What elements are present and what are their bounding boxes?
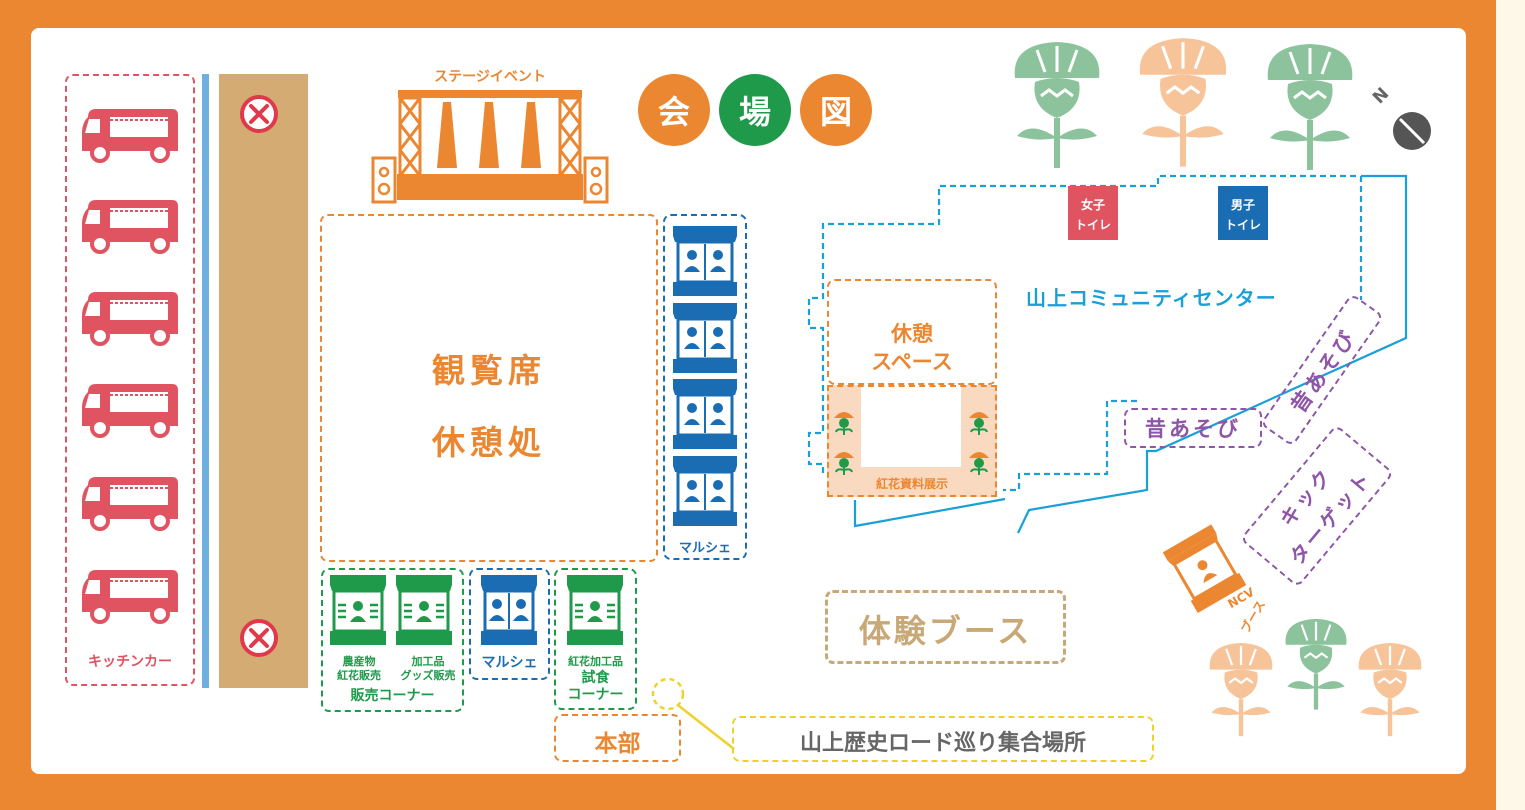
farm-products-label: 農産物 [342, 655, 376, 668]
marche-bottom-label: マルシェ [481, 655, 538, 671]
food-truck-icon [82, 477, 178, 531]
ncv-booth [1158, 522, 1255, 624]
walkway-line [202, 74, 209, 688]
rest-area-label: 休憩処 [432, 423, 546, 462]
women-toilet-label-2: トイレ [1074, 218, 1111, 232]
food-truck-icon [82, 200, 178, 254]
map-board: キッチンカー ステージイベント 会 場 図 観覧席 休憩処 [31, 28, 1466, 774]
booth-icon [396, 575, 452, 645]
booth-icon [673, 226, 737, 296]
sales-corner-area [321, 568, 464, 712]
food-truck-icon [82, 109, 178, 163]
food-truck-icon [82, 292, 178, 346]
flower-icon [1139, 38, 1227, 167]
men-toilet-label-2: トイレ [1224, 218, 1261, 232]
flower-icon [1358, 642, 1422, 737]
flower-icon [1209, 642, 1273, 737]
stage-event-label: ステージイベント [434, 69, 546, 85]
booth-icon [673, 456, 737, 526]
benibana-processed-label: 紅花加工品 [568, 655, 623, 668]
flower-icon [1014, 42, 1100, 168]
booth-icon [1162, 524, 1247, 613]
marche-bottom-area [469, 568, 550, 680]
old-games-area-1 [1124, 408, 1262, 448]
men-toilet-label-1: 男子 [1230, 198, 1255, 212]
lounge-label-1: 休憩 [891, 322, 933, 346]
no-entry-icon [240, 95, 278, 133]
compass-icon [1393, 112, 1431, 150]
tasting-label: 試食 [581, 670, 610, 686]
food-truck-icon [82, 384, 178, 438]
food-truck-icon [82, 570, 178, 624]
flower-icon [834, 412, 854, 435]
tasting-corner-label: コーナー [567, 687, 624, 703]
community-center-label: 山上コミュニティセンター [1026, 286, 1277, 310]
headquarters-label: 本部 [594, 731, 641, 757]
booth-icon [673, 303, 737, 373]
meeting-point-marker [651, 677, 735, 750]
kitchen-car-label: キッチンカー [88, 654, 172, 670]
meeting-point-area [732, 716, 1154, 762]
north-label: N [1369, 83, 1394, 109]
booth-icon [481, 575, 537, 645]
lounge-label-2: スペース [871, 350, 953, 374]
old-games-label-1: 昔あそび [1145, 417, 1241, 441]
meeting-point-label: 山上歴史ロード巡り集合場所 [799, 731, 1086, 756]
title-char-2: 場 [719, 74, 791, 146]
sales-corner-label: 販売コーナー [350, 688, 435, 704]
experience-booth-area [825, 590, 1066, 664]
booth-icon [567, 575, 623, 645]
marche-right-area [663, 214, 747, 560]
community-center-building [807, 174, 1408, 534]
booth-icon [330, 575, 386, 645]
road-strip [219, 74, 308, 688]
flower-icon [969, 412, 989, 435]
benibana-exhibit-bottom [827, 467, 997, 497]
women-toilet-label-1: 女子 [1080, 198, 1105, 212]
tasting-corner-area [554, 568, 637, 710]
processed-goods-label: 加工品 [411, 655, 445, 668]
stage-icon [371, 90, 609, 204]
women-toilet [1068, 186, 1118, 240]
men-toilet [1218, 186, 1268, 240]
seating-label: 観覧席 [432, 351, 546, 390]
no-entry-icon [240, 619, 278, 657]
benibana-exhibit-outline [827, 385, 997, 497]
lounge-space-area [827, 279, 997, 385]
flower-icon [1285, 618, 1347, 710]
title-char-1: 会 [638, 74, 710, 146]
goods-sales-label: グッズ販売 [400, 669, 456, 682]
seating-rest-area [320, 214, 658, 562]
experience-booth-label: 体験ブース [858, 612, 1033, 650]
kitchen-car-area [65, 74, 195, 686]
benibana-exhibit-label: 紅花資料展示 [875, 477, 948, 491]
benibana-sales-label: 紅花販売 [337, 669, 381, 682]
headquarters-area [554, 714, 681, 762]
title-char-3: 図 [800, 74, 872, 146]
flower-icon [1267, 44, 1353, 170]
flower-icon [834, 452, 854, 475]
marche-right-label: マルシェ [678, 541, 731, 556]
booth-icon [673, 379, 737, 449]
flower-icon [969, 452, 989, 475]
